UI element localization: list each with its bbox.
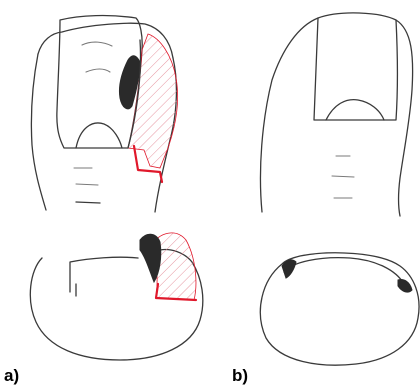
nail-a-ridge-1	[82, 42, 112, 46]
nail-a-front-outline	[70, 257, 138, 292]
nail-b-lunula	[326, 100, 384, 120]
nail-a-lunula	[76, 123, 122, 148]
skin-crease-2	[76, 184, 98, 185]
skin-crease-3	[76, 202, 100, 203]
nail-b-outline	[314, 18, 398, 120]
panel-a-toe-front	[30, 233, 202, 360]
skin-crease-b-2	[332, 176, 354, 177]
ingrown-region-a	[128, 34, 178, 168]
nail-b-front-right-edge	[398, 279, 412, 292]
toe-b-outline	[260, 13, 412, 216]
panel-label-b: b)	[232, 367, 248, 384]
panel-a-toe-top	[31, 16, 177, 212]
nail-a-ridge-2	[86, 69, 110, 72]
panel-b-toe-front	[260, 253, 419, 365]
nail-a-front-dark-edge	[140, 234, 161, 282]
panel-label-a: a)	[4, 367, 19, 384]
nail-b-front-outline	[284, 258, 404, 284]
panel-b-toe-top	[260, 13, 412, 216]
toe-a-left-outline	[31, 54, 46, 210]
